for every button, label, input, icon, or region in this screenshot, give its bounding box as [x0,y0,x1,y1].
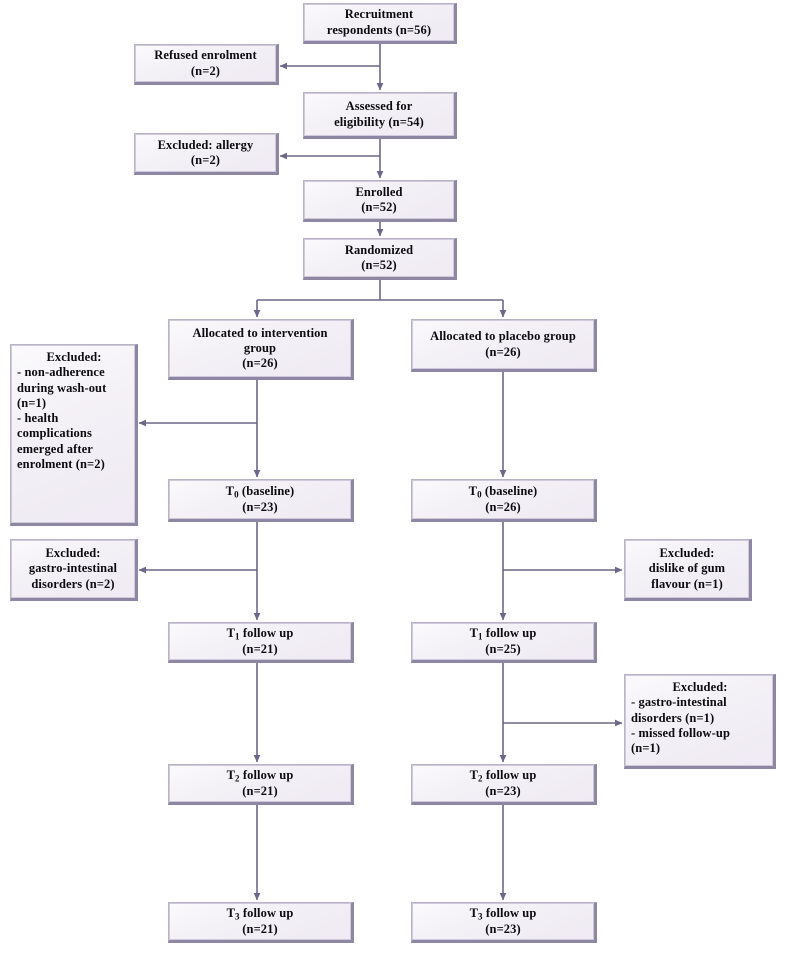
node-t3-placebo-text: T3 follow up(n=23) [469,906,537,936]
subscript-2: 2 [235,773,240,784]
node-allocated-placebo: Allocated to placebo group(n=26) [411,319,597,372]
node-allocated-placebo-text: Allocated to placebo group(n=26) [430,329,576,359]
node-t1-placebo-text: T1 follow up(n=25) [469,626,537,656]
node-t2-placebo-text: T2 follow up(n=23) [469,768,537,798]
node-enrolled: Enrolled(n=52) [303,180,457,222]
subscript-3: 3 [235,911,240,922]
subscript-0: 0 [234,489,239,500]
subscript-0: 0 [477,489,482,500]
node-t3-intervention: T3 follow up(n=21) [168,902,354,943]
node-t0-intervention: T0 (baseline)(n=23) [168,479,354,522]
node-excluded-washout-health-text: Excluded:- non-adherence during wash-out… [17,350,107,471]
node-t1-placebo: T1 follow up(n=25) [411,622,597,663]
node-refused-enrolment: Refused enrolment(n=2) [134,44,279,85]
subscript-3: 3 [478,911,483,922]
subscript-1: 1 [478,631,483,642]
node-t0-placebo-text: T0 (baseline)(n=26) [468,484,538,514]
node-randomized-text: Randomized(n=52) [344,242,414,272]
node-t1-intervention: T1 follow up(n=21) [168,622,354,663]
node-t0-placebo: T0 (baseline)(n=26) [411,479,597,522]
node-t0-intervention-text: T0 (baseline)(n=23) [225,484,295,514]
node-t2-placebo: T2 follow up(n=23) [411,764,597,805]
node-t1-intervention-text: T1 follow up(n=21) [226,626,294,656]
node-excluded-gi-missed-followup-text: Excluded:- gastro-intestinal disorders (… [631,680,731,755]
node-excluded-allergy-text: Excluded: allergy(n=2) [157,137,254,167]
node-t2-intervention: T2 follow up(n=21) [168,764,354,805]
node-excluded-washout-health: Excluded:- non-adherence during wash-out… [10,344,138,526]
subscript-2: 2 [478,773,483,784]
node-enrolled-text: Enrolled(n=52) [355,184,403,214]
node-t3-placebo: T3 follow up(n=23) [411,902,597,943]
node-randomized: Randomized(n=52) [303,238,457,280]
node-t3-intervention-text: T3 follow up(n=21) [226,906,294,936]
node-refused-enrolment-text: Refused enrolment(n=2) [154,48,257,78]
node-excluded-gi-missed-followup: Excluded:- gastro-intestinal disorders (… [624,674,776,769]
node-t2-intervention-text: T2 follow up(n=21) [226,768,294,798]
subscript-1: 1 [235,631,240,642]
node-excluded-allergy: Excluded: allergy(n=2) [134,133,279,175]
